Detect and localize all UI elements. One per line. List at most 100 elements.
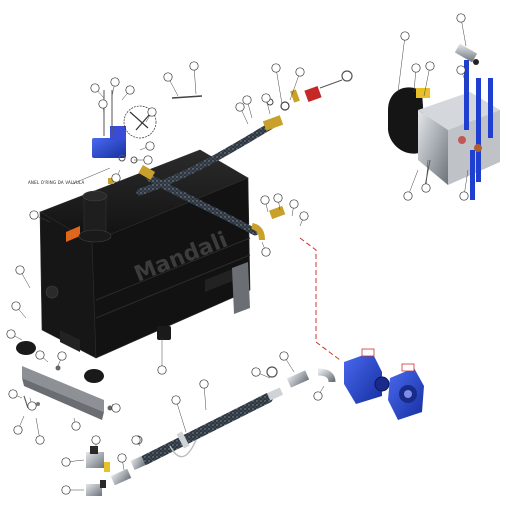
blue-pipe bbox=[464, 60, 469, 130]
detail-circle bbox=[123, 105, 157, 139]
mounting-bracket bbox=[22, 366, 104, 412]
callout-circle-icon bbox=[27, 401, 37, 411]
callout-circle-icon bbox=[111, 173, 121, 183]
callout-circle-icon bbox=[271, 63, 281, 73]
callout-circle-icon bbox=[411, 63, 421, 73]
callout-circle-icon bbox=[289, 199, 299, 209]
red-cap bbox=[304, 85, 322, 103]
brass-nipple bbox=[104, 462, 110, 472]
callout-circle-icon bbox=[29, 210, 39, 220]
chrome-elbow bbox=[317, 368, 336, 383]
hose-barb bbox=[110, 468, 132, 486]
callout-leader bbox=[275, 67, 283, 105]
callout-leader bbox=[193, 65, 197, 95]
tank-bracket bbox=[232, 262, 250, 314]
blue-pipe bbox=[488, 78, 493, 138]
callout-circle-icon bbox=[157, 365, 167, 375]
callout-leader bbox=[397, 35, 406, 93]
callout-circle-icon bbox=[98, 99, 108, 109]
ball-valve bbox=[86, 484, 102, 496]
callout-circle-icon bbox=[421, 183, 431, 193]
callout-leader bbox=[289, 71, 301, 101]
callout-circle-icon bbox=[273, 193, 283, 203]
chrome-adapter bbox=[286, 370, 310, 388]
return-hose bbox=[146, 174, 259, 236]
fittings bbox=[104, 89, 300, 472]
callout-leader bbox=[423, 65, 431, 97]
callout-circle-icon bbox=[459, 191, 469, 201]
rubber-foot bbox=[84, 369, 104, 383]
callout-circle-icon bbox=[13, 425, 23, 435]
callout-circle-icon bbox=[261, 93, 271, 103]
gear-pumps bbox=[266, 348, 424, 420]
yellow-connector bbox=[416, 88, 430, 98]
callout-circle-icon bbox=[57, 351, 67, 361]
callout-circle-icon bbox=[295, 67, 305, 77]
callout-circle-icon bbox=[261, 247, 271, 257]
callout-circle-icon bbox=[313, 391, 323, 401]
manifold-front bbox=[448, 110, 500, 185]
gear-pump-1 bbox=[344, 352, 382, 404]
annotation-label: ANEL O'RING DA VALVULA bbox=[28, 180, 85, 185]
callout-circle-icon bbox=[147, 107, 157, 117]
manifold-side bbox=[418, 110, 448, 185]
callout-circle-icon bbox=[400, 31, 410, 41]
callout-circle-icon bbox=[91, 435, 101, 445]
callout-circle-icon bbox=[61, 457, 71, 467]
callout-circle-icon bbox=[260, 195, 270, 205]
lower-parts bbox=[16, 326, 278, 496]
callout-circle-icon bbox=[456, 13, 466, 23]
callout-circle-icon bbox=[279, 351, 289, 361]
callout-circle-icon bbox=[111, 403, 121, 413]
hose-clamp bbox=[176, 431, 190, 449]
callout-circle-icon bbox=[35, 350, 45, 360]
callout-circle-icon bbox=[189, 61, 199, 71]
hydraulic-tank: Mandali bbox=[39, 149, 251, 359]
callout-leader bbox=[407, 169, 419, 197]
motor-housing bbox=[388, 87, 426, 154]
callout-circle-icon bbox=[403, 191, 413, 201]
tank-foot bbox=[60, 330, 80, 352]
ball-valve bbox=[86, 452, 104, 468]
tank-side-plug bbox=[45, 285, 59, 299]
hose-end-fitting bbox=[138, 165, 156, 180]
callout-circle-icon bbox=[235, 102, 245, 112]
red-label-box-icon bbox=[361, 348, 375, 357]
power-unit-detail bbox=[388, 43, 500, 200]
drain-plug bbox=[157, 326, 171, 340]
callout-circle-icon bbox=[8, 389, 18, 399]
callout-circle-icon bbox=[171, 395, 181, 405]
callout-circle-icon bbox=[163, 72, 173, 82]
callout-circle-icon bbox=[251, 367, 261, 377]
callout-circle-icon bbox=[143, 155, 153, 165]
rubber-foot bbox=[16, 341, 36, 355]
callout-circle-icon bbox=[456, 65, 466, 75]
suction-hose bbox=[140, 393, 273, 465]
callout-circle-icon bbox=[15, 265, 25, 275]
valve-assembly bbox=[92, 90, 203, 164]
blue-pipe bbox=[476, 78, 481, 182]
dashed-leader bbox=[299, 237, 341, 361]
warning-tag bbox=[66, 226, 80, 242]
callout-leader bbox=[460, 17, 467, 47]
hose-end-fitting bbox=[262, 115, 284, 131]
tee-fitting bbox=[454, 43, 478, 63]
callout-circle-icon bbox=[110, 77, 120, 87]
callout-leader bbox=[175, 399, 187, 433]
callout-circle-icon bbox=[6, 329, 16, 339]
red-label-box-icon bbox=[401, 363, 415, 372]
elbow-fitting bbox=[251, 223, 265, 241]
valve-body bbox=[92, 138, 126, 158]
callout-circle-icon bbox=[199, 379, 209, 389]
callout-circle-icon bbox=[299, 211, 309, 221]
upper-hose bbox=[136, 121, 276, 196]
tank-foot bbox=[205, 266, 240, 292]
callout-circle-icon bbox=[242, 95, 252, 105]
filler-cap bbox=[82, 190, 108, 202]
callout-circle-icon bbox=[131, 435, 141, 445]
callout-circle-icon bbox=[61, 485, 71, 495]
callout-circle-icon bbox=[125, 85, 135, 95]
blue-pipe bbox=[470, 150, 475, 200]
